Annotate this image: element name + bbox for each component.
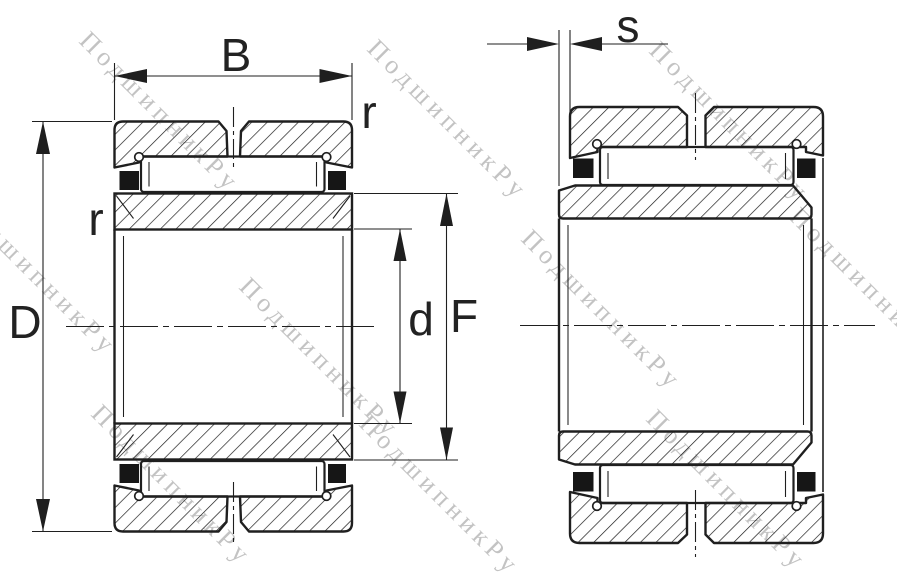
needle-roller-top: [598, 145, 795, 187]
seal: [573, 158, 594, 178]
dim-label-r-top: r: [361, 86, 376, 138]
watermark-text: ПодшипникРу: [362, 34, 535, 207]
outer-ring-bottom-right: [238, 484, 354, 533]
dimension-F: F: [354, 192, 478, 461]
arrowhead: [527, 37, 559, 51]
seal: [797, 472, 816, 492]
needle-roller-top: [139, 155, 326, 194]
inner-ring-bottom: [557, 430, 813, 466]
dim-label-s: s: [617, 0, 640, 52]
inner-ring-top: [113, 192, 354, 231]
arrowhead: [36, 499, 50, 532]
cage-pin: [321, 151, 332, 163]
watermark-text: ПодшипникРу: [784, 202, 897, 375]
cage-pin: [591, 138, 603, 150]
arrowhead: [393, 229, 407, 261]
inner-ring-chamfer-edge: [332, 434, 351, 458]
inner-ring-bottom: [113, 422, 354, 461]
seal: [119, 464, 139, 483]
cage-pin: [133, 490, 145, 502]
inner-ring-top: [557, 184, 813, 220]
inner-ring-chamfer-edge: [116, 434, 134, 458]
cage-pin: [321, 490, 332, 502]
cage-pin: [591, 500, 603, 512]
outer-ring-top-left: [568, 105, 689, 160]
cage-pin: [133, 151, 145, 163]
dim-label-D: D: [8, 296, 41, 348]
seal: [119, 171, 139, 190]
arrowhead: [440, 427, 453, 460]
needle-roller-bottom: [139, 459, 326, 498]
dimension-s: s: [487, 0, 668, 186]
outer-ring-top-right: [238, 120, 354, 169]
cage-pin: [791, 138, 802, 150]
watermark-text: ПодшипникРу: [354, 409, 527, 582]
seal: [573, 472, 594, 492]
arrowhead: [393, 391, 407, 424]
seal: [797, 158, 816, 178]
inner-ring-chamfer-edge: [116, 195, 134, 219]
dim-label-r-left: r: [88, 193, 103, 245]
dimension-B: B: [113, 29, 353, 120]
arrowhead: [36, 121, 50, 154]
arrowhead: [319, 69, 352, 83]
dimension-d: d: [354, 228, 434, 425]
seal: [328, 464, 346, 483]
dimension-D: D: [8, 120, 112, 533]
dim-label-B: B: [221, 29, 252, 81]
arrowhead: [440, 193, 453, 226]
seal: [328, 171, 346, 190]
left-bearing-section: [66, 107, 378, 546]
inner-ring-chamfer-edge: [332, 195, 351, 219]
outer-ring-bottom-left: [568, 490, 689, 545]
dim-label-F: F: [450, 290, 478, 342]
arrowhead: [570, 37, 602, 51]
dim-label-d: d: [408, 293, 434, 345]
watermark-text: ПодшипникРу: [516, 224, 689, 397]
needle-roller-bottom: [598, 463, 795, 505]
arrowhead: [114, 69, 147, 83]
cage-pin: [791, 500, 802, 512]
right-bearing-section: [520, 93, 875, 557]
watermark-text: ПодшипникРу: [641, 404, 814, 577]
